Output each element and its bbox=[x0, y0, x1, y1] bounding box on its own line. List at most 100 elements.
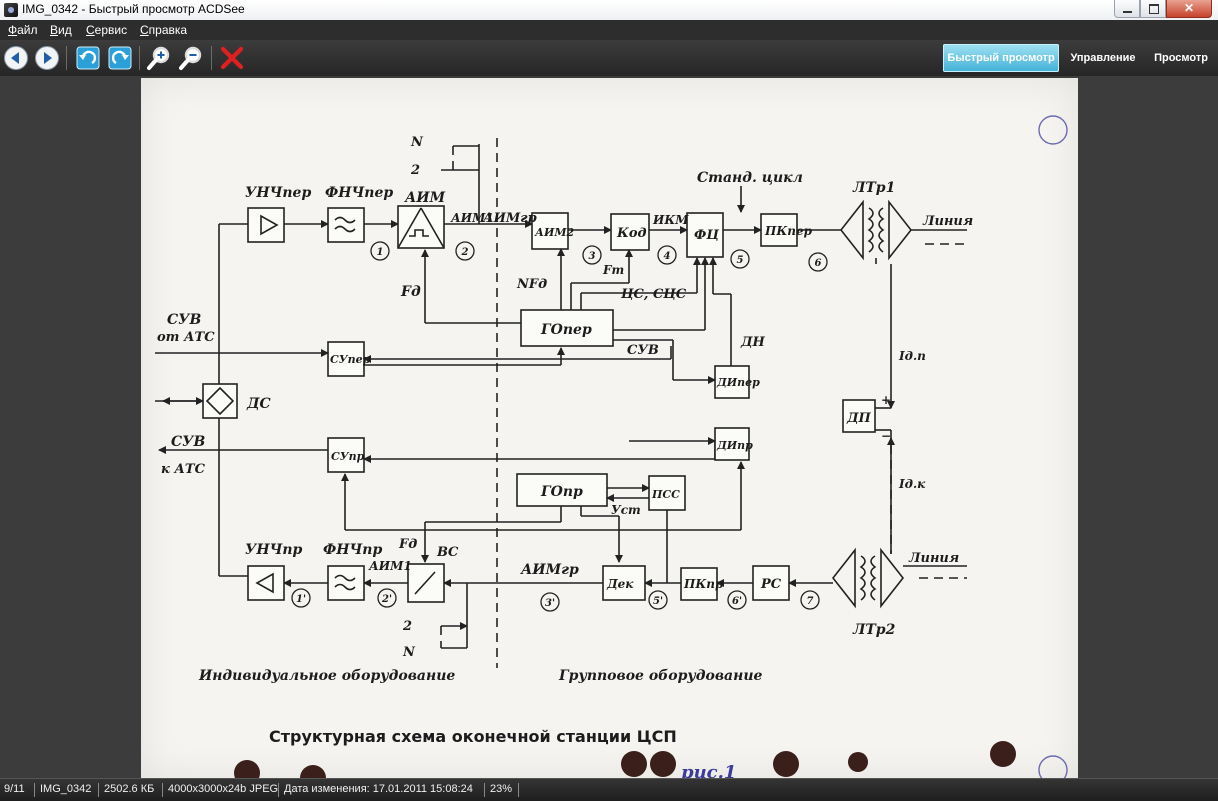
zoom-in-button[interactable] bbox=[146, 45, 172, 71]
maximize-button[interactable] bbox=[1140, 0, 1166, 18]
label-kod: Код bbox=[616, 226, 647, 241]
label-dn: ДН bbox=[740, 335, 766, 350]
label-from-ats: от АТС bbox=[157, 330, 215, 345]
label-ltr2: ЛТр2 bbox=[852, 622, 896, 638]
label-di-per: ДИпер bbox=[716, 376, 760, 389]
label-id-p: Iд.п bbox=[898, 349, 926, 363]
rotate-right-button[interactable] bbox=[107, 45, 133, 71]
label-group: Групповое оборудование bbox=[558, 668, 763, 684]
label-ds: ДС bbox=[246, 396, 271, 412]
pk-pr-block bbox=[680, 567, 718, 601]
label-to-ats: к АТС bbox=[161, 462, 206, 477]
fnch-pr-block bbox=[327, 565, 365, 601]
aim-block bbox=[397, 205, 445, 249]
label-stand-cycle: Станд. цикл bbox=[697, 170, 803, 186]
label-ltr1: ЛТр1 bbox=[852, 180, 895, 196]
label-go-pr: ГОпр bbox=[540, 484, 583, 500]
handwritten-note: рис.1 bbox=[681, 762, 736, 778]
circle-label-7: 7 bbox=[807, 596, 814, 607]
delete-icon bbox=[220, 46, 244, 70]
label-fnch-per: ФНЧпер bbox=[325, 185, 393, 201]
page-stamp-top bbox=[1038, 115, 1068, 145]
label-rs: РС bbox=[760, 577, 782, 592]
menu-view[interactable]: Вид bbox=[50, 23, 72, 37]
ds-block bbox=[202, 383, 238, 419]
label-ft: Fт bbox=[602, 263, 624, 277]
tab-manage[interactable]: Управление bbox=[1070, 52, 1136, 64]
forward-button[interactable] bbox=[34, 45, 60, 71]
label-aim1-bottom: АИМ1 bbox=[368, 559, 412, 573]
label-suv-from-ats: СУВ bbox=[167, 312, 202, 328]
zoom-in-icon bbox=[147, 46, 170, 70]
label-dek: Дек bbox=[606, 577, 634, 591]
app-icon bbox=[4, 3, 18, 17]
go-pr-block bbox=[516, 473, 608, 507]
back-button[interactable] bbox=[3, 45, 29, 71]
status-zoom: 23% bbox=[490, 783, 513, 795]
photo: УНЧпер ФНЧпер АИМ АИМ1 АИМгр АИМ2 Код ИК… bbox=[141, 78, 1078, 778]
label-unch-pr: УНЧпр bbox=[245, 542, 303, 558]
page-stamp-bottom bbox=[1038, 755, 1068, 778]
label-su-per: СУпер bbox=[330, 353, 371, 366]
label-fc: ФЦ bbox=[694, 228, 719, 243]
label-di-pr: ДИпр bbox=[716, 439, 753, 452]
label-pk-pr: ПКпр bbox=[683, 577, 724, 591]
label-fd-bottom: Fд bbox=[398, 537, 417, 552]
label-aim: АИМ bbox=[404, 190, 446, 206]
circle-label-6: 6 bbox=[815, 258, 822, 269]
label-n-top: N bbox=[410, 135, 424, 150]
label-vs: ВС bbox=[436, 545, 459, 560]
label-pk-per: ПКпер bbox=[764, 224, 813, 238]
title-bar: IMG_0342 - Быстрый просмотр ACDSee bbox=[0, 0, 1218, 21]
status-position: 9/11 bbox=[4, 783, 25, 795]
menu-file[interactable]: Файл bbox=[8, 23, 38, 37]
status-dimensions: 4000x3000x24b JPEG bbox=[168, 783, 279, 795]
label-unch-per: УНЧпер bbox=[245, 185, 311, 201]
circle-label-1p: 1' bbox=[296, 594, 306, 605]
window-title: IMG_0342 - Быстрый просмотр ACDSee bbox=[22, 2, 245, 16]
label-go-per: ГОпер bbox=[540, 322, 592, 338]
close-button[interactable] bbox=[1166, 0, 1212, 18]
go-per-block bbox=[520, 309, 614, 347]
zoom-out-icon bbox=[179, 46, 202, 70]
tab-quick-view[interactable]: Быстрый просмотр bbox=[943, 44, 1059, 72]
label-dp: ДП bbox=[846, 411, 872, 426]
toolbar: Быстрый просмотр Управление Просмотр bbox=[0, 40, 1218, 76]
circle-label-2: 2 bbox=[461, 247, 469, 258]
label-aim-gr: АИМгр bbox=[482, 211, 537, 226]
rs-block bbox=[752, 565, 790, 601]
rotate-right-icon bbox=[108, 46, 132, 70]
delete-button[interactable] bbox=[219, 45, 245, 71]
label-line1: Линия bbox=[922, 214, 973, 229]
forward-icon bbox=[35, 46, 59, 70]
zoom-out-button[interactable] bbox=[178, 45, 204, 71]
menu-help[interactable]: Справка bbox=[140, 23, 188, 37]
circle-label-3p: 3' bbox=[545, 598, 555, 609]
label-two-bottom: 2 bbox=[402, 619, 412, 634]
status-modified: Дата изменения: 17.01.2011 15:08:24 bbox=[284, 783, 473, 795]
label-ust: Уст bbox=[611, 503, 641, 517]
aim2-block bbox=[531, 212, 569, 250]
schematic-diagram: УНЧпер ФНЧпер АИМ АИМ1 АИМгр АИМ2 Код ИК… bbox=[155, 115, 1068, 778]
label-su-pr: СУпр bbox=[331, 450, 365, 463]
minimize-button[interactable] bbox=[1114, 0, 1140, 18]
label-two-top: 2 bbox=[410, 163, 420, 178]
back-icon bbox=[4, 46, 28, 70]
su-pr-block bbox=[327, 437, 365, 473]
circle-label-1: 1 bbox=[377, 247, 384, 258]
label-minus: − bbox=[881, 429, 891, 443]
label-id-k: Iд.к bbox=[898, 477, 926, 491]
dp-block bbox=[842, 399, 876, 433]
label-suv-to-ats: СУВ bbox=[171, 434, 206, 450]
label-aim1: АИМ1 bbox=[450, 211, 494, 225]
image-viewer[interactable]: УНЧпер ФНЧпер АИМ АИМ1 АИМгр АИМ2 Код ИК… bbox=[0, 76, 1218, 778]
fc-block bbox=[686, 212, 724, 258]
menu-service[interactable]: Сервис bbox=[86, 23, 128, 37]
status-filesize: 2502.6 КБ bbox=[104, 783, 155, 795]
label-aim-gr-bottom: АИМгр bbox=[520, 562, 579, 578]
label-line2: Линия bbox=[908, 551, 959, 566]
rotate-left-button[interactable] bbox=[75, 45, 101, 71]
tab-view[interactable]: Просмотр bbox=[1154, 52, 1208, 64]
status-filename: IMG_0342 bbox=[40, 783, 92, 795]
label-n-bottom: N bbox=[402, 645, 416, 660]
